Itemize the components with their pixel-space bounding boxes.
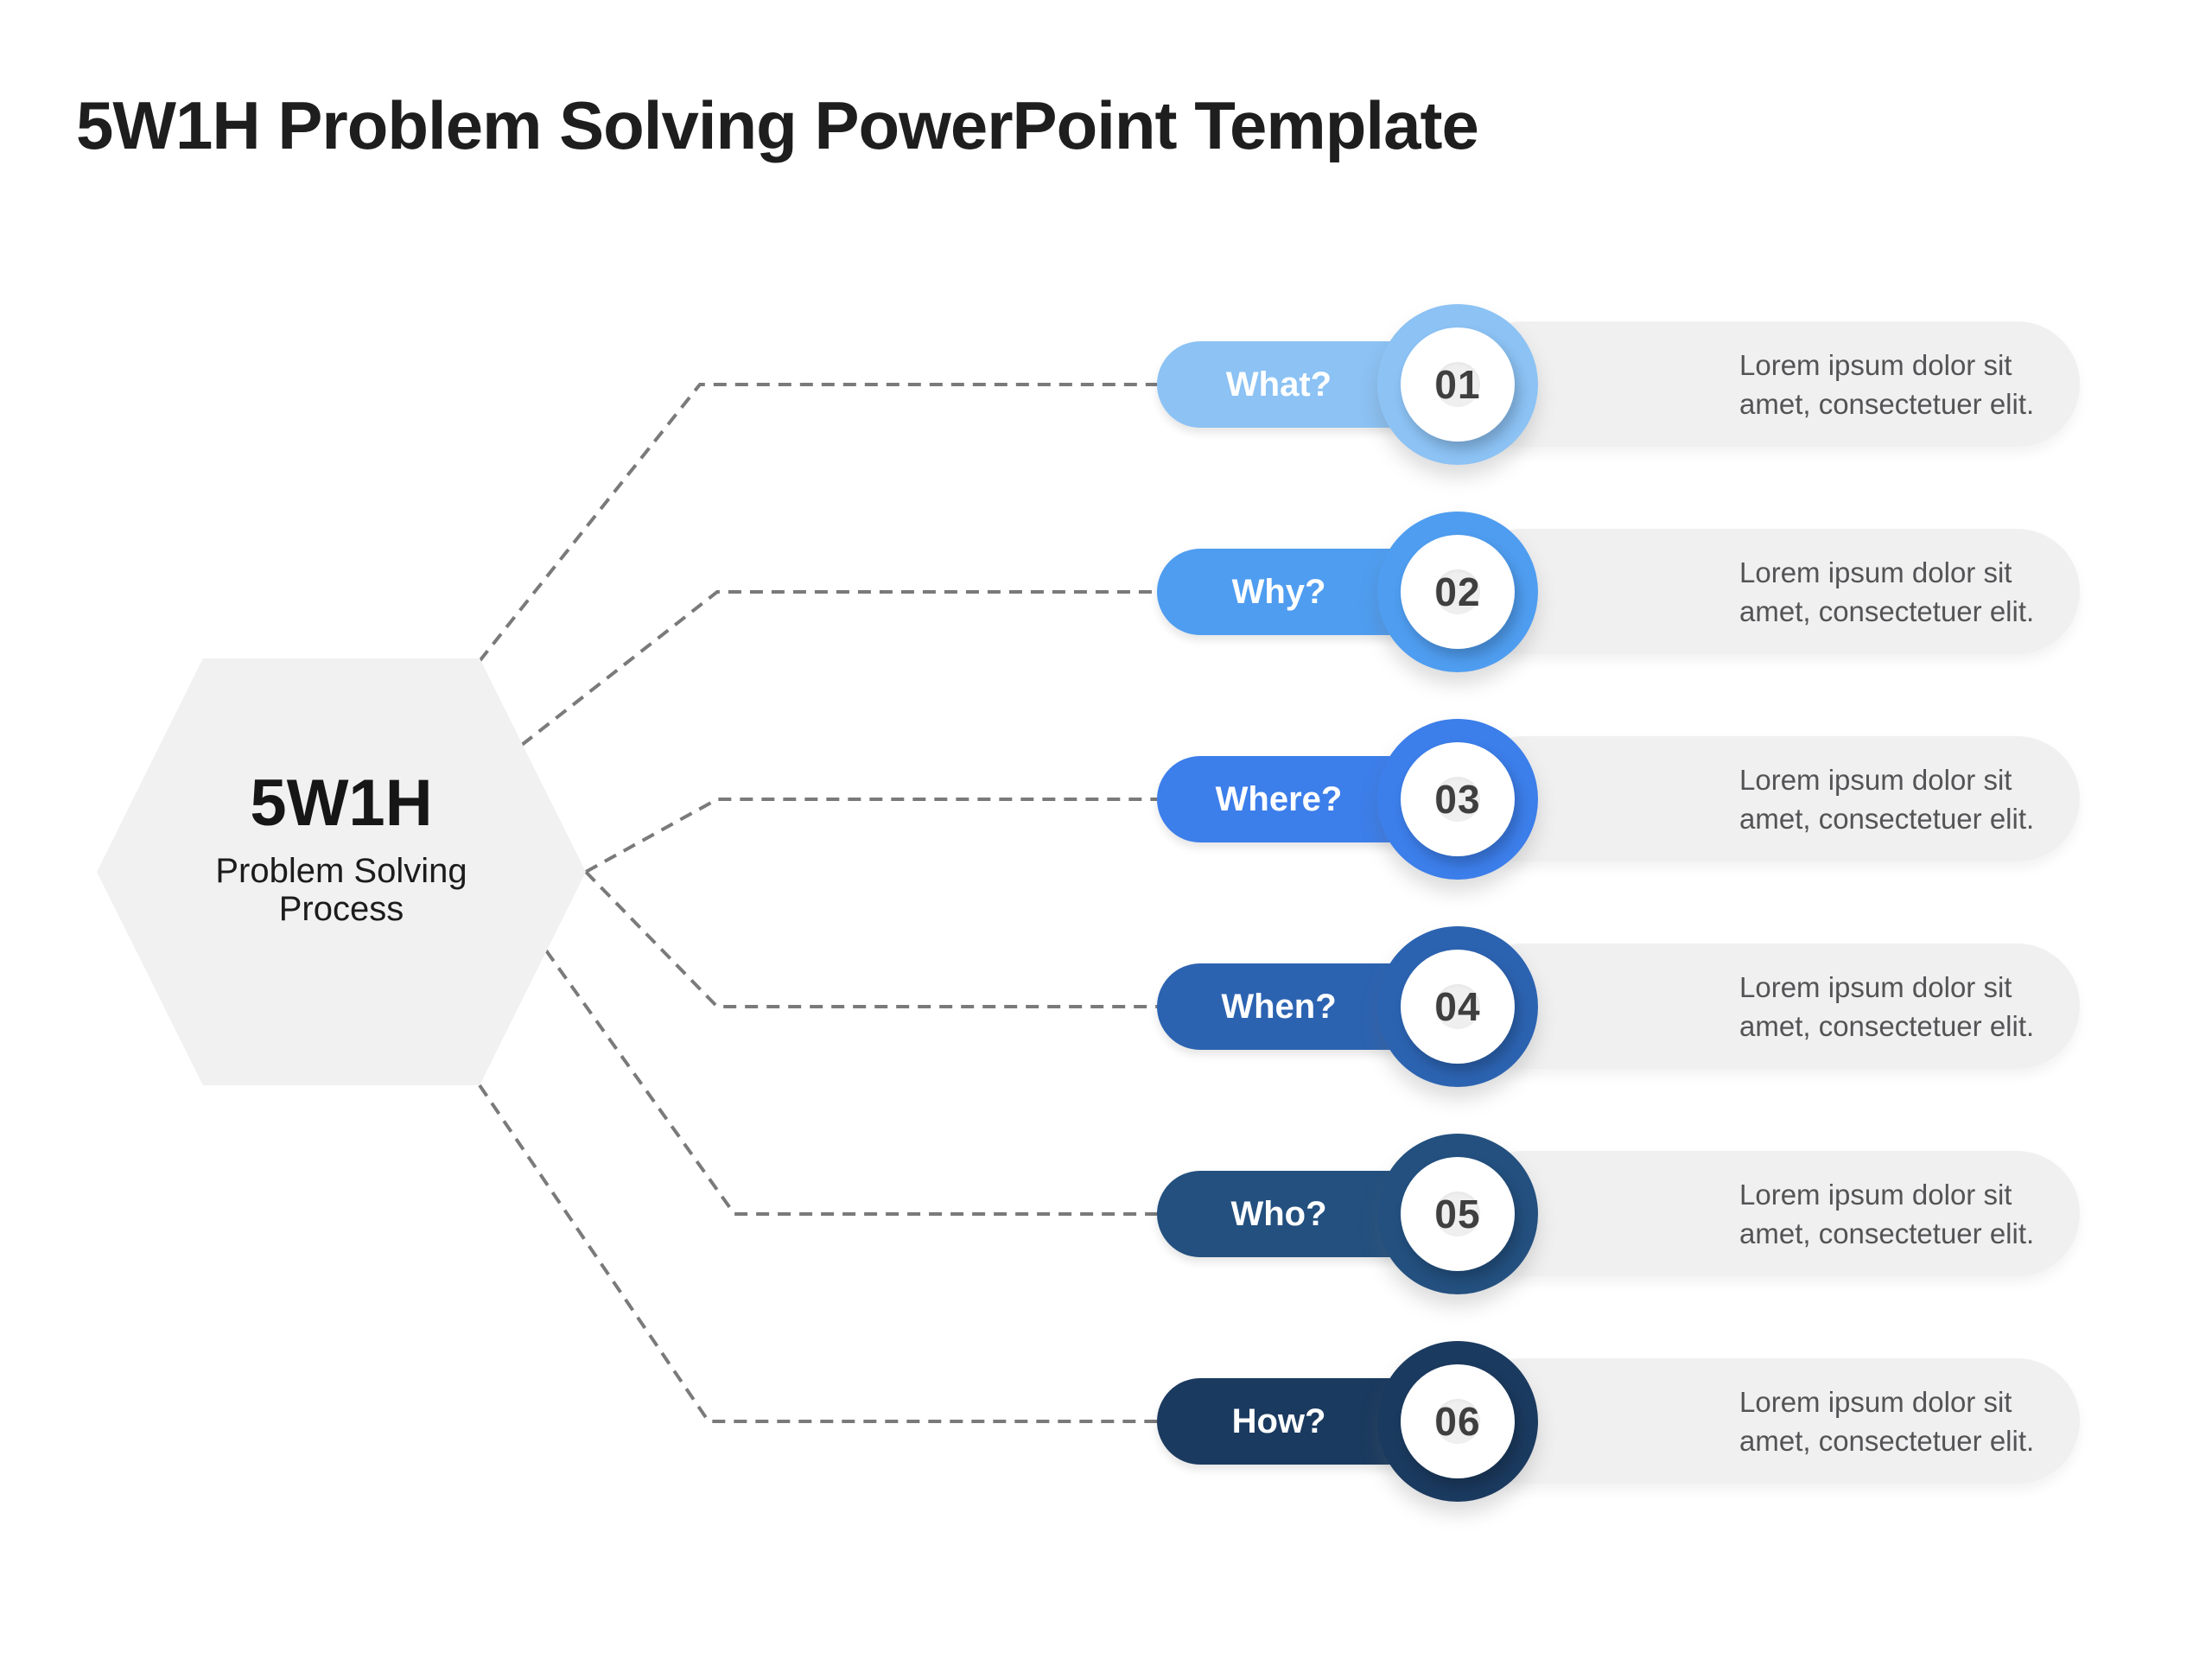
question-label: Why?	[1231, 572, 1326, 611]
row-why: Lorem ipsum dolor sit amet, consectetuer…	[1157, 512, 2080, 672]
connector-line-why	[520, 590, 1157, 747]
number-ring-white: 02	[1401, 535, 1515, 649]
description-text: Lorem ipsum dolor sit amet, consectetuer…	[1739, 1178, 2035, 1249]
connector-line-when	[584, 870, 1157, 1008]
hexagon-subtitle: Problem Solving Process	[215, 852, 467, 928]
number-circle: 03	[1434, 777, 1481, 822]
description-track: Lorem ipsum dolor sit amet, consectetuer…	[1460, 321, 2080, 447]
number-circle: 01	[1434, 362, 1481, 407]
row-what: Lorem ipsum dolor sit amet, consectetuer…	[1157, 304, 2080, 465]
connector-line-what	[478, 383, 1157, 663]
step-number: 06	[1434, 1399, 1481, 1444]
step-number: 03	[1434, 777, 1481, 822]
number-ring-white: 06	[1401, 1364, 1515, 1478]
row-when: Lorem ipsum dolor sit amet, consectetuer…	[1157, 926, 2080, 1087]
description-track: Lorem ipsum dolor sit amet, consectetuer…	[1460, 944, 2080, 1069]
description-track: Lorem ipsum dolor sit amet, consectetuer…	[1460, 1151, 2080, 1276]
step-number: 05	[1434, 1192, 1481, 1236]
step-number: 04	[1434, 984, 1481, 1029]
description-track: Lorem ipsum dolor sit amet, consectetuer…	[1460, 1358, 2080, 1484]
row-how: Lorem ipsum dolor sit amet, consectetuer…	[1157, 1341, 2080, 1502]
question-label: How?	[1231, 1402, 1326, 1440]
question-label: Who?	[1230, 1194, 1327, 1233]
number-circle: 05	[1434, 1192, 1481, 1236]
number-ring: 05	[1377, 1134, 1538, 1294]
description-track: Lorem ipsum dolor sit amet, consectetuer…	[1460, 736, 2080, 861]
number-ring-white: 05	[1401, 1157, 1515, 1271]
connector-line-how	[478, 1084, 1157, 1423]
step-number: 01	[1434, 362, 1481, 407]
description-track: Lorem ipsum dolor sit amet, consectetuer…	[1460, 529, 2080, 654]
number-ring: 03	[1377, 719, 1538, 880]
number-ring-white: 04	[1401, 950, 1515, 1064]
connector-line-who	[544, 949, 1157, 1216]
number-ring-white: 03	[1401, 742, 1515, 856]
hexagon-heading: 5W1H	[250, 766, 433, 840]
question-label: What?	[1225, 365, 1332, 404]
number-ring: 02	[1377, 512, 1538, 672]
description-text: Lorem ipsum dolor sit amet, consectetuer…	[1739, 348, 2035, 420]
number-circle: 02	[1434, 569, 1481, 614]
number-ring: 01	[1377, 304, 1538, 465]
number-ring: 04	[1377, 926, 1538, 1087]
question-label: Where?	[1215, 779, 1343, 818]
center-hexagon: 5W1H Problem Solving Process	[97, 658, 586, 1085]
description-text: Lorem ipsum dolor sit amet, consectetuer…	[1739, 556, 2035, 627]
description-text: Lorem ipsum dolor sit amet, consectetuer…	[1739, 763, 2035, 835]
description-text: Lorem ipsum dolor sit amet, consectetuer…	[1739, 970, 2035, 1042]
page-title: 5W1H Problem Solving PowerPoint Template	[76, 87, 1479, 163]
connector-line-where	[585, 798, 1157, 874]
question-label: When?	[1221, 987, 1337, 1026]
number-ring-white: 01	[1401, 327, 1515, 442]
number-ring: 06	[1377, 1341, 1538, 1502]
step-number: 02	[1434, 569, 1481, 614]
row-where: Lorem ipsum dolor sit amet, consectetuer…	[1157, 719, 2080, 880]
number-circle: 04	[1434, 984, 1481, 1029]
number-circle: 06	[1434, 1399, 1481, 1444]
description-text: Lorem ipsum dolor sit amet, consectetuer…	[1739, 1385, 2035, 1457]
row-who: Lorem ipsum dolor sit amet, consectetuer…	[1157, 1134, 2080, 1294]
